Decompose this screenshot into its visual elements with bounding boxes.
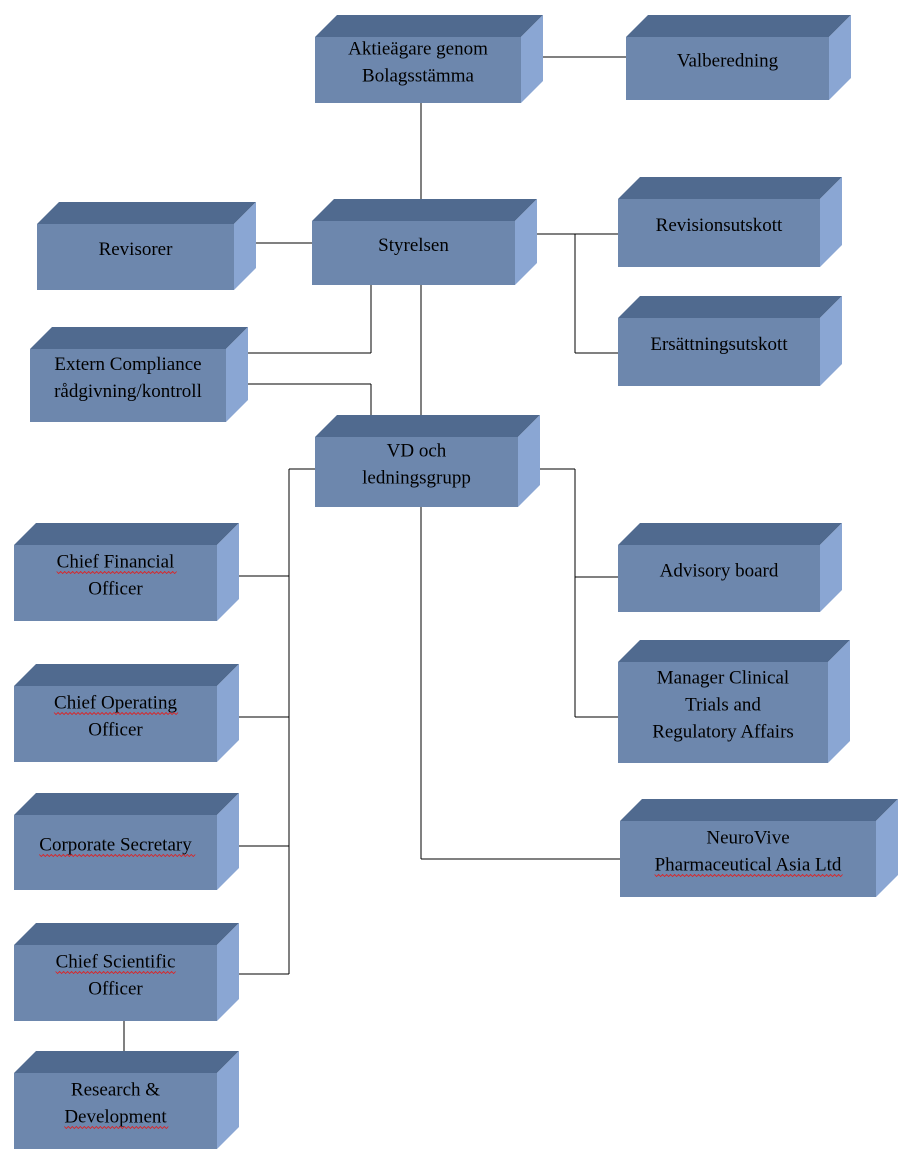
box-label-line: Revisorer <box>99 239 174 260</box>
box-label-line: NeuroVive <box>706 828 789 849</box>
box-top-face <box>14 923 239 945</box>
box-label-line: Trials and <box>685 695 761 716</box>
box-label-line: Corporate Secretary <box>39 835 192 856</box>
box-front-face <box>618 318 820 386</box>
box-label-line: Revisionsutskott <box>656 215 783 236</box>
box-ersattningsutskott: Ersättningsutskott <box>618 296 842 386</box>
box-vd: VD och ledningsgrupp <box>315 415 540 507</box>
box-label-line: Extern Compliance <box>54 354 201 375</box>
box-label-line: Officer <box>88 979 143 1000</box>
box-extern-compliance: Extern Compliance rådgivning/kontroll <box>30 327 248 422</box>
box-top-face <box>315 415 540 437</box>
spellcheck-underline <box>53 711 179 716</box>
box-side-face <box>217 923 239 1021</box>
box-top-face <box>618 296 842 318</box>
box-side-face <box>234 202 256 290</box>
box-revisorer: Revisorer <box>37 202 256 290</box>
box-top-face <box>312 199 537 221</box>
spellcheck-underline <box>55 970 176 975</box>
box-side-face <box>820 523 842 612</box>
box-label-line: Aktieägare genom <box>348 39 488 60</box>
box-corporate-secretary: Corporate Secretary <box>14 793 239 890</box>
box-label-line: Regulatory Affairs <box>652 722 794 743</box>
box-top-face <box>618 523 842 545</box>
box-top-face <box>30 327 248 349</box>
box-label-line: rådgivning/kontroll <box>54 381 202 402</box>
box-label-line: Chief Scientific <box>56 952 176 973</box>
box-label-line: Chief Operating <box>54 693 177 714</box>
box-front-face <box>618 662 828 763</box>
box-research-development: Research & Development <box>14 1051 239 1149</box>
box-label-line: Chief Financial <box>57 552 175 573</box>
spellcheck-underline <box>654 873 843 878</box>
box-label-line: Officer <box>88 579 143 600</box>
box-label-line: Development <box>64 1107 167 1128</box>
box-front-face <box>14 545 217 621</box>
box-side-face <box>876 799 898 897</box>
box-side-face <box>217 664 239 762</box>
box-front-face <box>14 686 217 762</box>
box-top-face <box>620 799 898 821</box>
box-top-face <box>37 202 256 224</box>
box-front-face <box>626 37 829 100</box>
box-side-face <box>217 523 239 621</box>
box-label-line: Pharmaceutical Asia Ltd <box>655 855 842 876</box>
box-front-face <box>618 545 820 612</box>
spellcheck-underline <box>38 853 196 858</box>
box-side-face <box>828 640 850 763</box>
box-top-face <box>14 793 239 815</box>
box-advisory-board: Advisory board <box>618 523 842 612</box>
box-front-face <box>30 349 226 422</box>
box-side-face <box>820 177 842 267</box>
box-side-face <box>820 296 842 386</box>
box-top-face <box>626 15 851 37</box>
box-front-face <box>14 815 217 890</box>
box-label-line: Styrelsen <box>378 235 449 256</box>
box-side-face <box>518 415 540 507</box>
spellcheck-underline <box>56 570 177 575</box>
box-label-line: Manager Clinical <box>657 668 789 689</box>
box-label-line: Officer <box>88 720 143 741</box>
box-label-line: ledningsgrupp <box>362 468 471 489</box>
box-top-face <box>14 664 239 686</box>
box-front-face <box>14 945 217 1021</box>
box-styrelsen: Styrelsen <box>312 199 537 285</box>
box-front-face <box>620 821 876 897</box>
box-label-line: Bolagsstämma <box>362 66 474 87</box>
box-revisionsutskott: Revisionsutskott <box>618 177 842 267</box>
box-side-face <box>829 15 851 100</box>
box-top-face <box>618 640 850 662</box>
connectors <box>123 56 626 1051</box>
box-top-face <box>618 177 842 199</box>
box-top-face <box>14 523 239 545</box>
box-valberedning: Valberedning <box>626 15 851 100</box>
box-side-face <box>521 15 543 103</box>
box-top-face <box>14 1051 239 1073</box>
box-label-line: Advisory board <box>660 561 779 582</box>
spellcheck-underline <box>64 1125 169 1130</box>
box-side-face <box>226 327 248 422</box>
box-front-face <box>618 199 820 267</box>
box-label-line: Research & <box>71 1080 160 1101</box>
box-front-face <box>14 1073 217 1149</box>
box-side-face <box>217 793 239 890</box>
box-front-face <box>312 221 515 285</box>
box-label-line: Valberedning <box>677 51 779 72</box>
box-front-face <box>315 437 518 507</box>
box-front-face <box>37 224 234 290</box>
box-side-face <box>217 1051 239 1149</box>
box-label-line: VD och <box>387 441 447 462</box>
box-top-face <box>315 15 543 37</box>
box-label-line: Ersättningsutskott <box>650 334 788 355</box>
box-front-face <box>315 37 521 103</box>
box-side-face <box>515 199 537 285</box>
